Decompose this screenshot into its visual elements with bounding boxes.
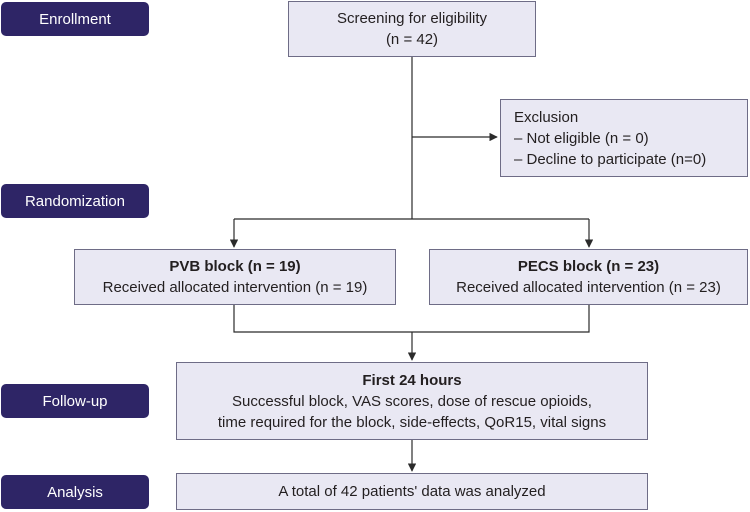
screening-box: Screening for eligibility (n = 42) bbox=[288, 1, 536, 57]
stage-enrollment: Enrollment bbox=[1, 2, 149, 36]
followup-title: First 24 hours bbox=[362, 371, 462, 389]
stage-follow-up: Follow-up bbox=[1, 384, 149, 418]
exclusion-item-not-eligible: – Not eligible (n = 0) bbox=[514, 129, 649, 147]
screening-count: (n = 42) bbox=[385, 31, 439, 48]
followup-line-2: time required for the block, side-effect… bbox=[217, 413, 607, 431]
exclusion-box: Exclusion – Not eligible (n = 0) – Decli… bbox=[500, 99, 748, 177]
exclusion-title: Exclusion bbox=[514, 108, 579, 126]
followup-box: First 24 hours Successful block, VAS sco… bbox=[176, 362, 648, 440]
pvb-group-box: PVB block (n = 19) Received allocated in… bbox=[74, 249, 396, 305]
followup-line-1: Successful block, VAS scores, dose of re… bbox=[232, 392, 592, 410]
stage-randomization: Randomization bbox=[1, 184, 149, 218]
pvb-title: PVB block (n = 19) bbox=[169, 258, 301, 275]
pecs-title: PECS block (n = 23) bbox=[517, 258, 660, 275]
pecs-group-box: PECS block (n = 23) Received allocated i… bbox=[429, 249, 748, 305]
pvb-detail: Received allocated intervention (n = 19) bbox=[102, 279, 368, 296]
screening-title: Screening for eligibility bbox=[336, 10, 488, 27]
pecs-detail: Received allocated intervention (n = 23) bbox=[456, 279, 721, 296]
exclusion-item-declined: – Decline to participate (n=0) bbox=[514, 150, 707, 168]
analysis-box: A total of 42 patients' data was analyze… bbox=[176, 473, 648, 510]
connector-merge bbox=[233, 304, 590, 333]
analysis-text: A total of 42 patients' data was analyze… bbox=[278, 483, 546, 500]
stage-analysis: Analysis bbox=[1, 475, 149, 509]
